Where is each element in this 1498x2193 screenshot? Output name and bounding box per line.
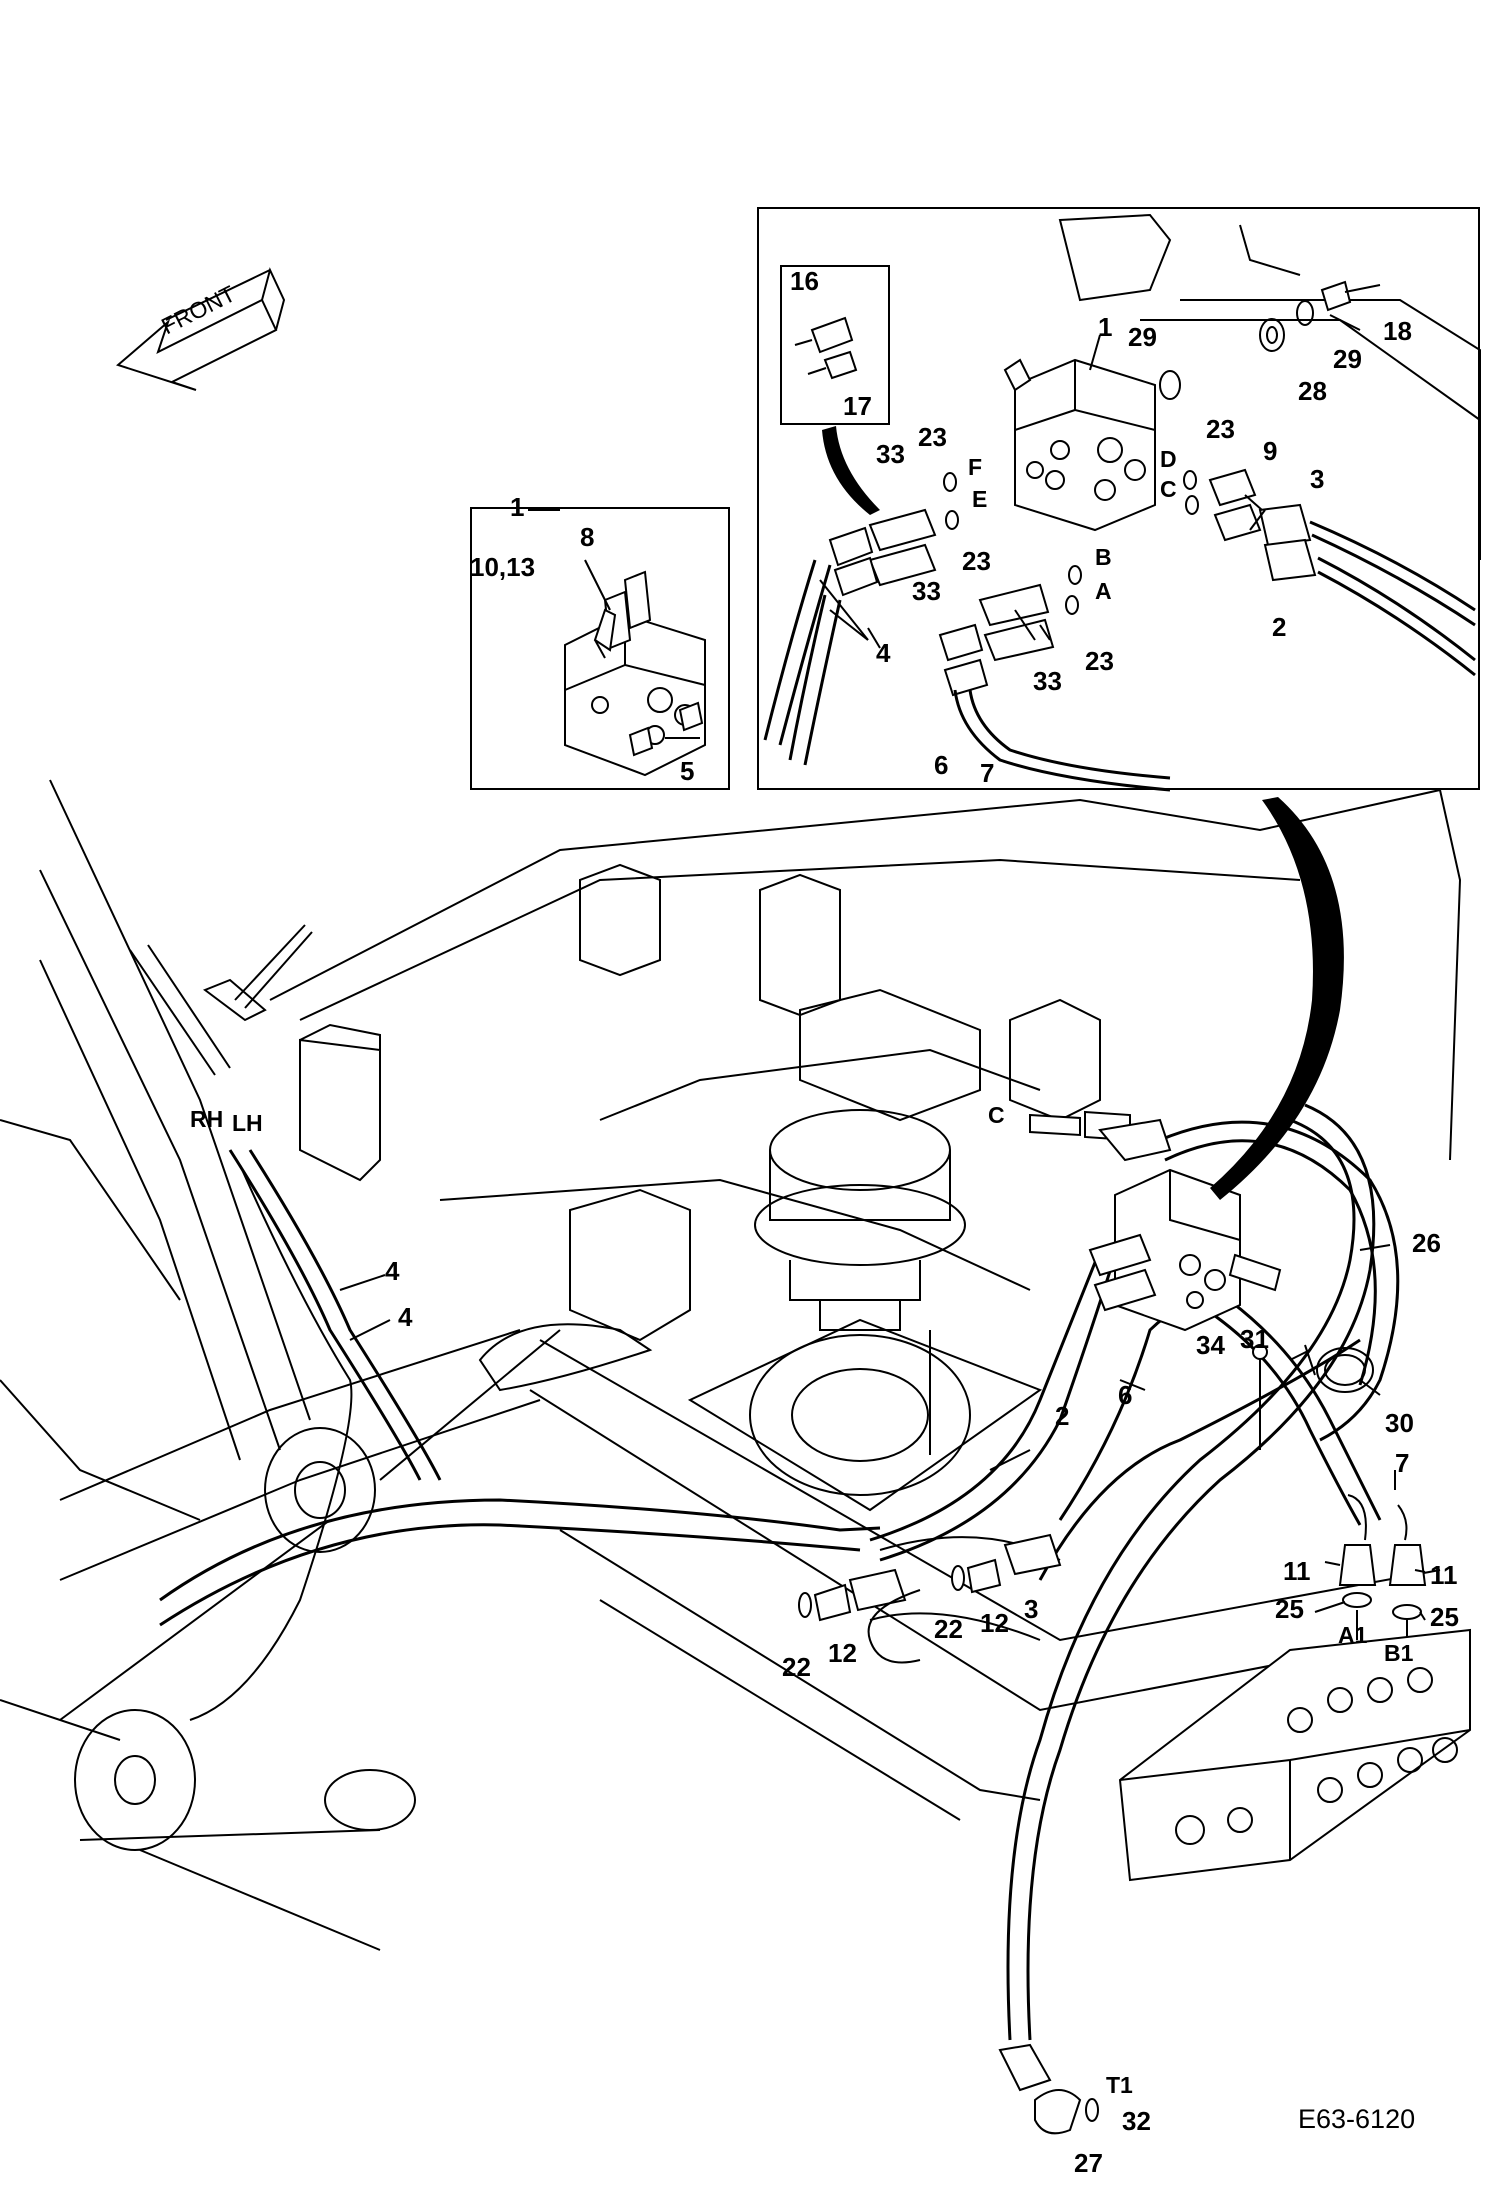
callout-3-detail: 3 <box>1310 464 1325 494</box>
callout-5: 5 <box>680 756 695 786</box>
callout-lh: LH <box>232 1110 263 1136</box>
front-arrow-icon <box>115 267 286 391</box>
callout-4a: 4 <box>385 1256 400 1286</box>
inset-valve-drawing <box>564 570 706 777</box>
leader-lines <box>339 314 1426 1621</box>
callout-7-detail: 7 <box>980 758 995 788</box>
callout-4-detail: 4 <box>876 638 891 668</box>
callout-rh: RH <box>190 1106 224 1132</box>
callout-33-left: 33 <box>876 439 905 469</box>
swing-hoses-left <box>189 1149 442 1721</box>
callout-2: 2 <box>1055 1401 1070 1431</box>
drawing-code: E63-6120 <box>1298 2104 1416 2134</box>
callout-3: 3 <box>1024 1594 1039 1624</box>
chassis-frame <box>59 788 1462 1821</box>
callout-17: 17 <box>843 391 872 421</box>
port-c-detail: C <box>1160 476 1177 502</box>
callout-11b: 11 <box>1430 1560 1458 1590</box>
callout-30: 30 <box>1385 1408 1414 1438</box>
callout-pointers <box>822 426 1344 1200</box>
callout-28: 28 <box>1298 376 1327 406</box>
port-a: A <box>1095 578 1112 604</box>
callout-t1: T1 <box>1106 2072 1133 2098</box>
callout-23-left2: 23 <box>962 546 991 576</box>
callout-26: 26 <box>1412 1228 1441 1258</box>
port-e: E <box>972 486 988 512</box>
hose-26 <box>1029 1110 1400 1442</box>
callout-25a: 25 <box>1275 1594 1304 1624</box>
callout-b1: B1 <box>1384 1640 1414 1666</box>
callout-23-top: 23 <box>1206 414 1235 444</box>
callout-23-left: 23 <box>918 422 947 452</box>
callout-4b: 4 <box>398 1302 413 1332</box>
fittings-11-25 <box>1338 1494 1427 1650</box>
callout-9: 9 <box>1263 436 1278 466</box>
callout-2-detail: 2 <box>1272 612 1287 642</box>
port-f: F <box>968 454 983 480</box>
port-d: D <box>1160 446 1177 472</box>
swing-valve-main <box>1088 1168 1282 1332</box>
callout-23-bottom: 23 <box>1085 646 1114 676</box>
elbow-fitting-27 <box>998 2043 1099 2135</box>
callout-16: 16 <box>790 266 819 296</box>
port-b: B <box>1095 544 1112 570</box>
callout-31: 31 <box>1240 1324 1269 1354</box>
callout-34: 34 <box>1196 1330 1225 1360</box>
callout-1-inset-valve: 1 <box>510 492 525 522</box>
callout-8: 8 <box>580 522 595 552</box>
callout-port-c: C <box>988 1102 1005 1128</box>
callout-a1: A1 <box>1338 1622 1368 1648</box>
callout-11a: 11 <box>1283 1556 1311 1586</box>
callout-22a: 22 <box>782 1652 811 1682</box>
callout-29: 29 <box>1333 344 1362 374</box>
inset-adapter-drawing <box>794 316 858 380</box>
callout-1-detail: 1 <box>1098 312 1113 342</box>
callout-10-13: 10,13 <box>470 552 536 582</box>
callout-12a: 12 <box>828 1638 857 1668</box>
inset-adapter-frame <box>780 265 890 425</box>
callout-6: 6 <box>1118 1380 1133 1410</box>
callout-29-top: 29 <box>1128 322 1157 352</box>
callout-25b: 25 <box>1430 1602 1459 1632</box>
callout-7: 7 <box>1395 1448 1410 1478</box>
callout-27: 27 <box>1074 2148 1103 2178</box>
callout-6-detail: 6 <box>934 750 949 780</box>
callout-18: 18 <box>1383 316 1412 346</box>
inset-detail-drawing <box>763 213 1481 792</box>
hose-clamp-30 <box>1252 1344 1374 1450</box>
boom-bracket <box>0 779 416 1951</box>
callout-33-left2: 33 <box>912 576 941 606</box>
callout-22b: 22 <box>934 1614 963 1644</box>
callout-32: 32 <box>1122 2106 1151 2136</box>
fittings-22-12-3 <box>798 1533 1062 1664</box>
inset-valve-frame <box>470 507 730 790</box>
swing-motor <box>754 988 981 1455</box>
control-valve-block <box>1118 1628 1471 1882</box>
inset-detail-frame <box>757 207 1480 790</box>
callout-33-bottom: 33 <box>1033 666 1062 696</box>
callout-12b: 12 <box>980 1608 1009 1638</box>
